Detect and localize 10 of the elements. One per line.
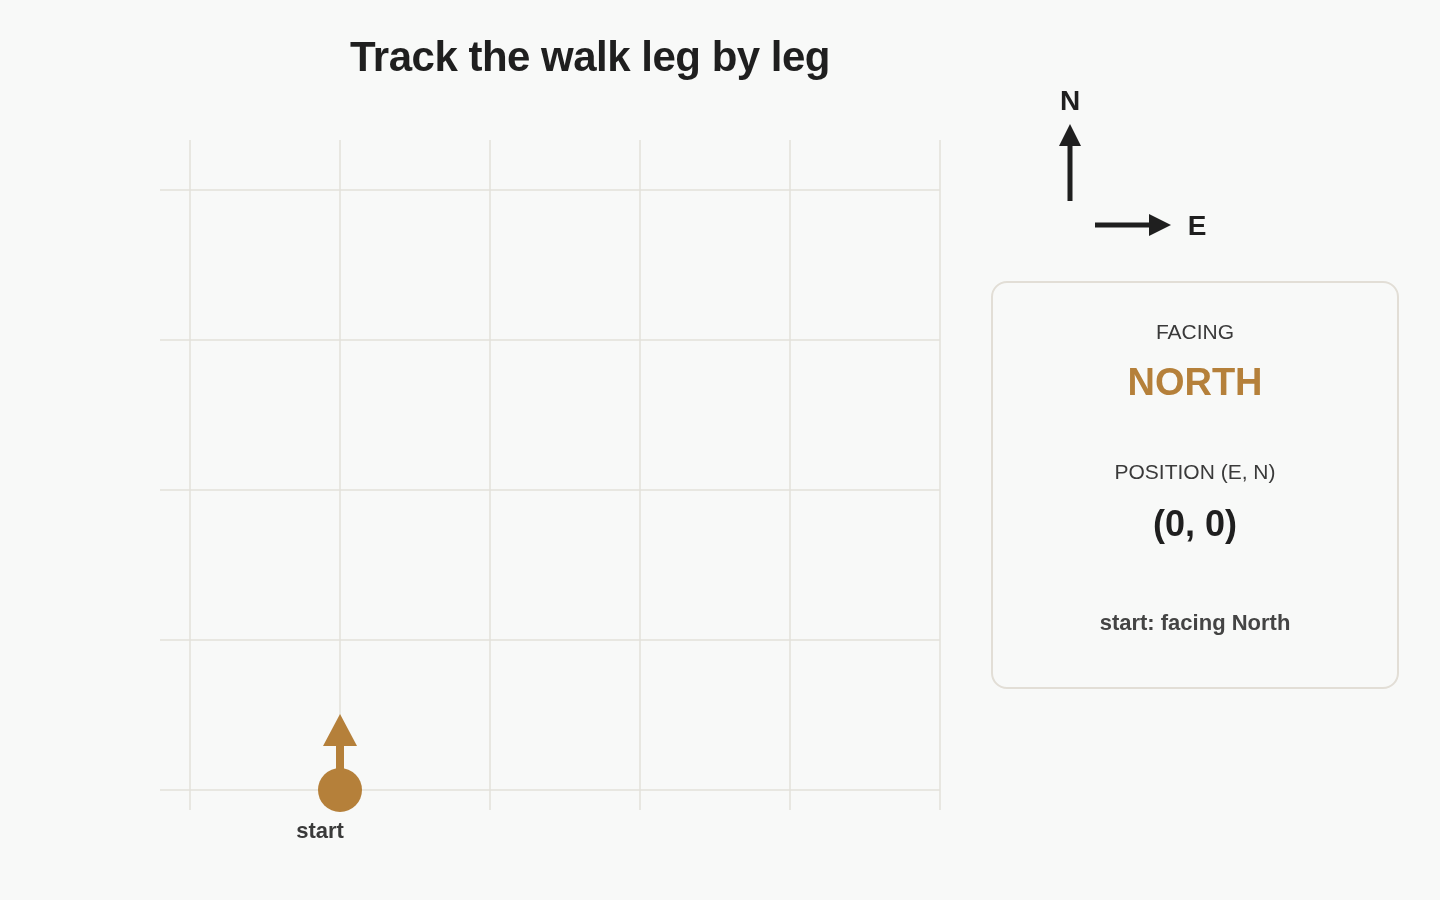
start-label: start [296,818,344,844]
info-panel [991,281,1399,689]
compass-label: E [1187,209,1207,243]
status-note: start: facing North [1099,610,1291,636]
facing-value: NORTH [1127,361,1263,405]
field-label: FACING [1155,319,1235,345]
title: Track the walk leg by leg [350,32,830,82]
position-value: (0, 0) [1153,503,1237,545]
field-label: POSITION (E, N) [1114,459,1276,485]
compass-label: N [1059,84,1081,118]
